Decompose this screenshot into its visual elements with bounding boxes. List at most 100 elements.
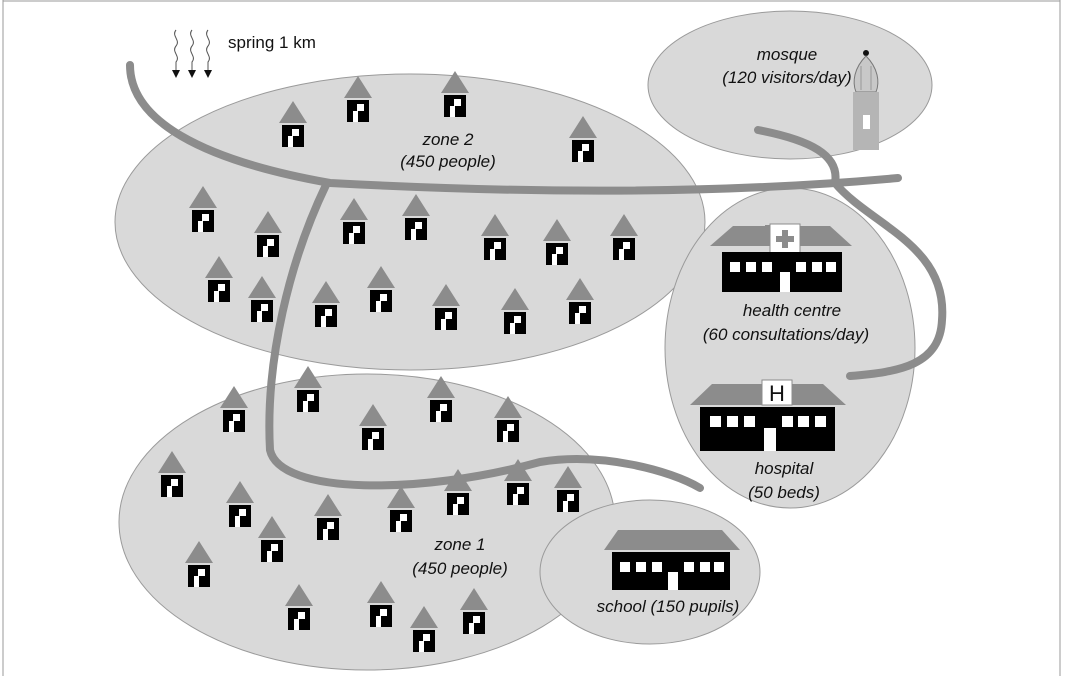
house-window: [473, 616, 480, 623]
health-centre-window-4: [796, 262, 806, 272]
house-door: [229, 421, 234, 432]
health-centre-window-2: [746, 262, 756, 272]
house-door: [368, 439, 373, 450]
house-window: [261, 304, 268, 311]
house-door: [288, 136, 293, 147]
health-centre-consultations: (60 consultations/day): [703, 325, 869, 344]
house-window: [372, 432, 379, 439]
hospital-window-1: [710, 416, 721, 427]
house-window: [415, 222, 422, 229]
house-roof: [205, 256, 233, 278]
house-window: [507, 424, 514, 431]
hospital-window-3: [744, 416, 755, 427]
hospital-window-4: [782, 416, 793, 427]
hospital-sign-letter: H: [769, 381, 785, 406]
house-door: [563, 501, 568, 512]
house-door: [436, 411, 441, 422]
house-icon: [432, 284, 460, 330]
house-window: [579, 306, 586, 313]
house-icon: [158, 451, 186, 497]
house-door: [321, 316, 326, 327]
house-door: [353, 111, 358, 122]
house-door: [198, 221, 203, 232]
spring-arrow-1: [172, 70, 180, 78]
house-door: [376, 301, 381, 312]
house-roof: [314, 494, 342, 516]
house-icon: [427, 376, 455, 422]
house-window: [353, 226, 360, 233]
house-roof: [569, 116, 597, 138]
house-door: [349, 233, 354, 244]
house-roof: [444, 469, 472, 491]
house-roof: [279, 101, 307, 123]
house-icon: [314, 494, 342, 540]
house-roof: [254, 211, 282, 233]
hospital-window-2: [727, 416, 738, 427]
house-window: [423, 634, 430, 641]
school-window-6: [714, 562, 724, 572]
house-door: [450, 106, 455, 117]
house-window: [567, 494, 574, 501]
house-window: [517, 487, 524, 494]
house-icon: [226, 481, 254, 527]
house-icon: [205, 256, 233, 302]
house-icon: [344, 76, 372, 122]
house-roof: [258, 516, 286, 538]
house-roof: [294, 366, 322, 388]
house-icon: [312, 281, 340, 327]
house-door: [167, 486, 172, 497]
house-door: [490, 249, 495, 260]
house-roof: [220, 386, 248, 408]
hospital-roof-left: [690, 384, 762, 405]
health-centre-cross-horizontal: [776, 236, 794, 242]
house-roof: [481, 214, 509, 236]
hospital-label: hospital: [755, 459, 815, 478]
house-icon: [185, 541, 213, 587]
house-roof: [504, 459, 532, 481]
house-roof: [367, 581, 395, 603]
house-window: [514, 316, 521, 323]
house-roof: [285, 584, 313, 606]
mosque-label: mosque: [757, 45, 817, 64]
school-roof: [604, 530, 740, 550]
house-door: [575, 313, 580, 324]
house-icon: [460, 588, 488, 634]
house-door: [513, 494, 518, 505]
house-roof: [610, 214, 638, 236]
school-window-4: [684, 562, 694, 572]
school-window-1: [620, 562, 630, 572]
house-window: [582, 144, 589, 151]
house-icon: [359, 404, 387, 450]
house-icon: [610, 214, 638, 260]
house-door: [396, 521, 401, 532]
house-window: [454, 99, 461, 106]
house-icon: [367, 581, 395, 627]
spring-arrow-2: [188, 70, 196, 78]
house-icon: [279, 101, 307, 147]
house-icon: [340, 198, 368, 244]
house-icon: [254, 211, 282, 257]
house-roof: [441, 71, 469, 93]
house-icon: [410, 606, 438, 652]
school-window-3: [652, 562, 662, 572]
health-centre-icon: [710, 223, 852, 292]
house-door: [267, 551, 272, 562]
house-door: [419, 641, 424, 652]
house-window: [440, 404, 447, 411]
house-roof: [312, 281, 340, 303]
house-roof: [387, 486, 415, 508]
house-door: [578, 151, 583, 162]
house-window: [380, 294, 387, 301]
houses: [158, 71, 638, 652]
house-roof: [185, 541, 213, 563]
house-window: [327, 522, 334, 529]
house-roof: [460, 588, 488, 610]
house-roof: [402, 194, 430, 216]
spring-wave-2: [190, 29, 194, 70]
school-label: school (150 pupils): [597, 597, 740, 616]
house-door: [303, 401, 308, 412]
health-centre-roof-right: [800, 226, 852, 246]
house-icon: [441, 71, 469, 117]
house-door: [503, 431, 508, 442]
